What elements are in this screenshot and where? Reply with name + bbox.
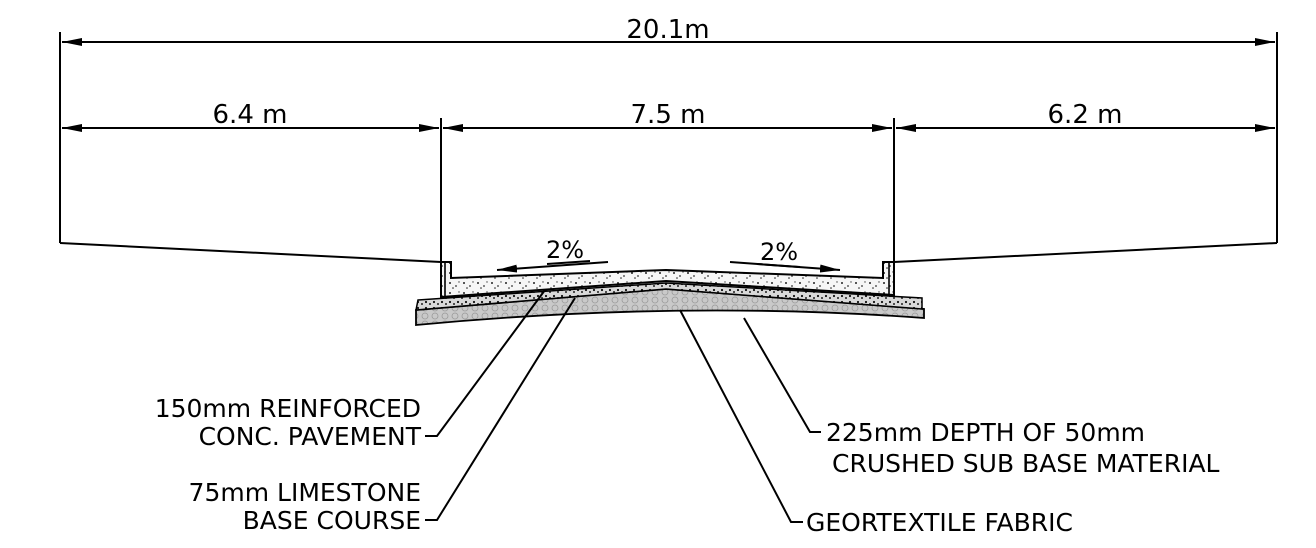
- base-course-layer: [415, 282, 923, 311]
- base-course-note-line2: BASE COURSE: [243, 506, 421, 535]
- carriageway-dimension-label: 7.5 m: [631, 100, 706, 130]
- left-slope-label: 2%: [546, 236, 584, 264]
- annotations: 150mm REINFORCED CONC. PAVEMENT 75mm LIM…: [155, 394, 1220, 537]
- subbase-layer: [415, 288, 925, 326]
- left-verge-dimension-label: 6.4 m: [213, 100, 288, 130]
- subbase-note-line1: 225mm DEPTH OF 50mm: [826, 418, 1145, 447]
- leader-lines: [425, 289, 821, 523]
- subbase-note-line2: CRUSHED SUB BASE MATERIAL: [832, 449, 1220, 478]
- overall-dimension-label: 20.1m: [626, 15, 709, 45]
- pavement-note-line1: 150mm REINFORCED: [155, 394, 421, 423]
- right-verge-dimension-label: 6.2 m: [1048, 100, 1123, 130]
- concrete-pavement-layer: [440, 261, 895, 299]
- slope-indicators: 2% 2%: [496, 236, 841, 273]
- overall-dimension: 20.1m: [59, 15, 1278, 243]
- pavement-note-line2: CONC. PAVEMENT: [199, 422, 422, 451]
- sub-dimensions: 6.4 m 7.5 m 6.2 m: [62, 100, 1275, 262]
- verge-ground-lines: [59, 242, 1278, 263]
- base-course-note-line1: 75mm LIMESTONE: [189, 478, 421, 507]
- fabric-note: GEORTEXTILE FABRIC: [806, 508, 1073, 537]
- right-slope-label: 2%: [760, 238, 798, 266]
